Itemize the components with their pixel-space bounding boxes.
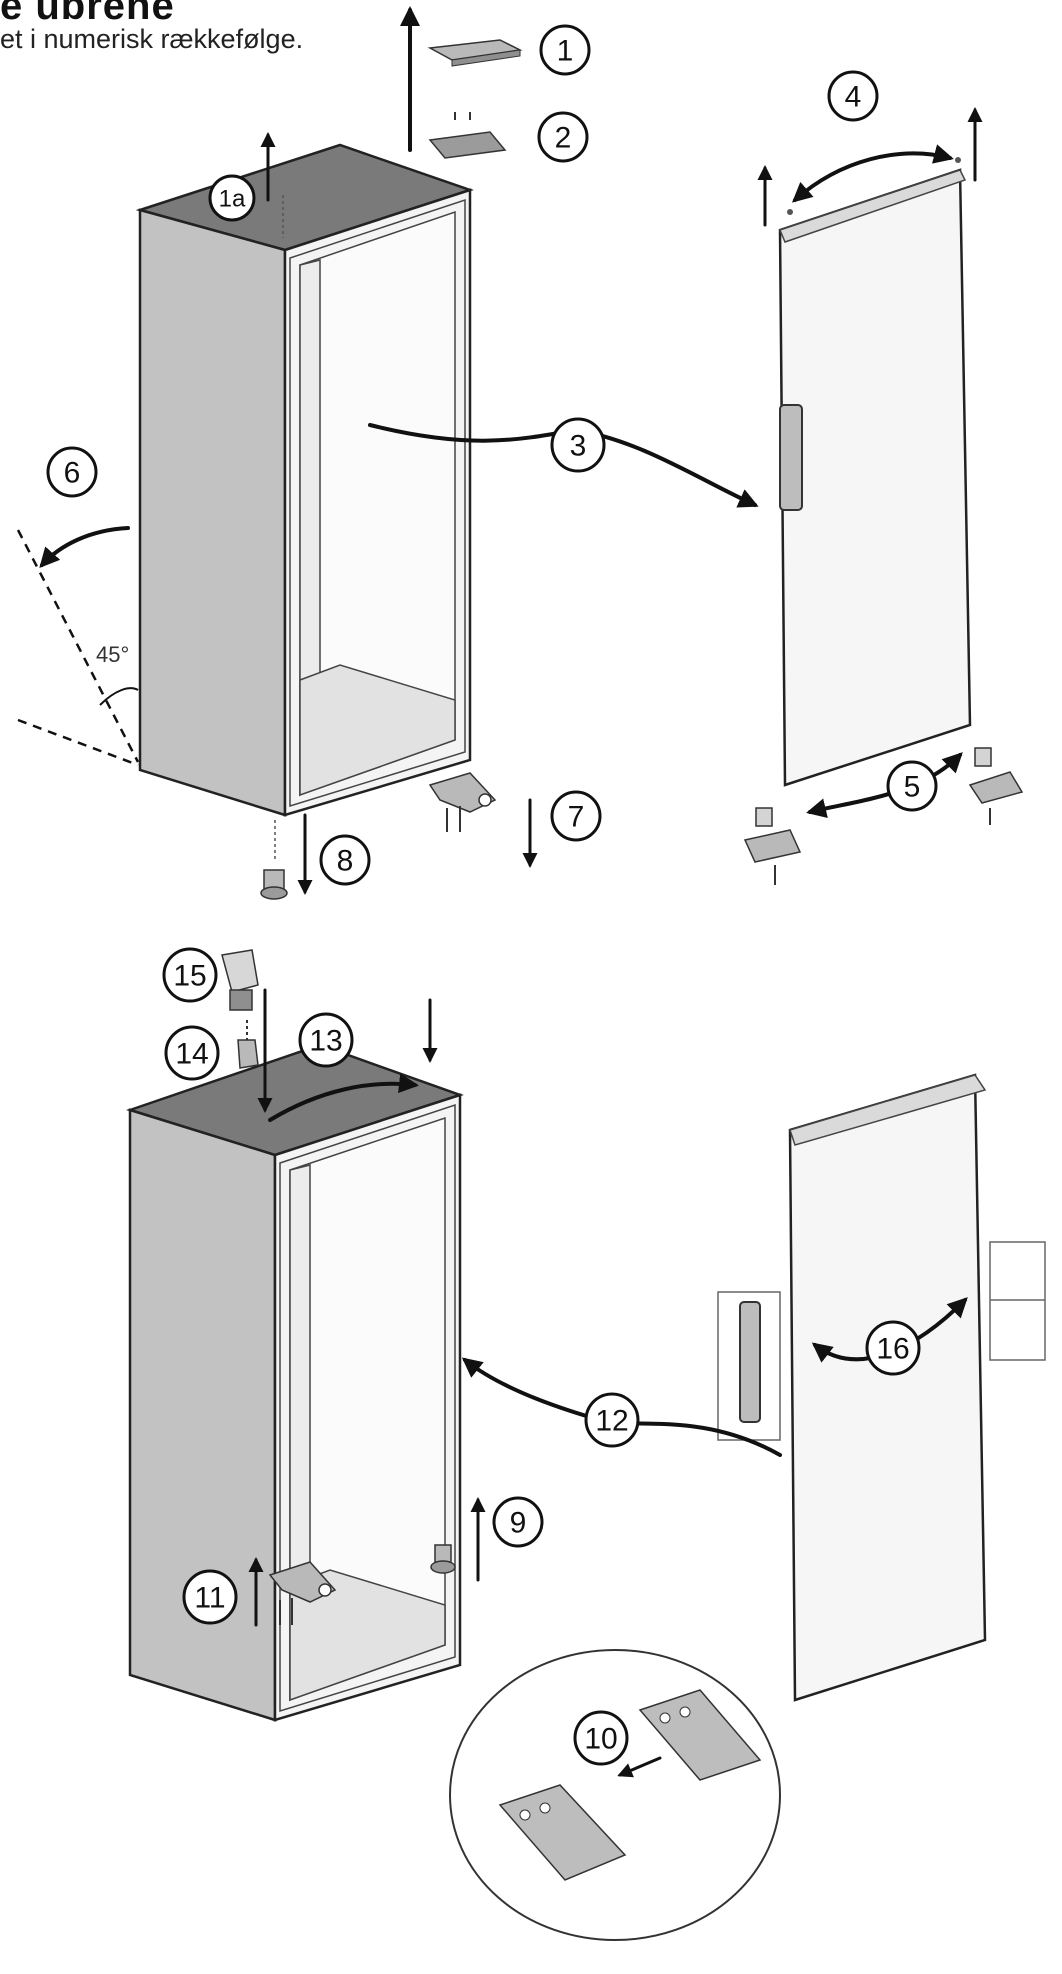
step-14-marker: 14: [164, 1025, 220, 1081]
step-1-marker: 1: [539, 24, 591, 76]
adjustable-foot-upper: [260, 869, 288, 900]
step-6-label: 6: [64, 457, 81, 490]
step-16-label: 16: [876, 1333, 909, 1366]
door-handle-lower: [739, 1301, 761, 1423]
hinge-pin-part: [237, 1020, 259, 1069]
tilt-guide-line: [16, 529, 140, 763]
step-9-marker: 9: [492, 1496, 544, 1548]
cabinet-door-gasket: [289, 198, 466, 808]
step-5-label: 5: [904, 771, 921, 804]
step-10-label: 10: [584, 1723, 617, 1756]
hinge-detail-inset: [449, 1649, 781, 1941]
step-15-label: 15: [173, 960, 206, 993]
hinge-hole-detail-box: [989, 1241, 1046, 1361]
instruction-text: et i numerisk rækkefølge.: [0, 24, 304, 54]
angle-arc: [99, 687, 139, 706]
door-handle-upper: [779, 404, 803, 511]
step-7-label: 7: [568, 801, 585, 834]
step-3-label: 3: [570, 430, 587, 463]
step-2-label: 2: [555, 122, 572, 155]
step-2-marker: 2: [537, 111, 589, 163]
cabinet-floor-shelf-lower: [289, 1569, 446, 1702]
door-panel-lower: [788, 1073, 987, 1702]
step-11-marker: 11: [182, 1569, 238, 1625]
step-4-marker: 4: [827, 70, 879, 122]
top-cover-part: [427, 39, 523, 67]
step-3-marker: 3: [550, 417, 606, 473]
step-14-label: 14: [175, 1038, 208, 1071]
step-12-label: 12: [595, 1405, 628, 1438]
step-10-marker: 10: [573, 1710, 629, 1766]
swap-arrow-4: [792, 144, 954, 203]
fridge-cabinet-lower: [125, 1043, 464, 1722]
fridge-door-upper: [778, 168, 972, 787]
door-panel-upper: [778, 168, 972, 787]
fridge-door-lower: [788, 1073, 987, 1702]
direction-arrow-10: [617, 1756, 662, 1778]
handle-detail-box: [717, 1291, 781, 1441]
fridge-cabinet-upper: [135, 143, 474, 817]
step-8-marker: 8: [319, 834, 371, 886]
step-16-marker: 16: [865, 1320, 921, 1376]
door-hinge-part-left: [743, 807, 802, 885]
step-13-label: 13: [309, 1025, 342, 1058]
step-11-label: 11: [194, 1582, 225, 1615]
bottom-hinge-lower: [268, 1561, 337, 1625]
step-1-label: 1: [557, 35, 574, 68]
step-5-marker: 5: [886, 760, 938, 812]
door-hinge-part-right: [968, 747, 1024, 825]
step-1a-label: 1a: [219, 186, 246, 213]
step-6-marker: 6: [46, 446, 98, 498]
bottom-hinge-upper: [428, 772, 497, 832]
move-hinge-arrow-13: [268, 1073, 419, 1122]
step-1a-marker: 1a: [208, 174, 256, 222]
cabinet-side-panel-lower: [128, 1108, 277, 1722]
tool-part: [221, 949, 259, 1011]
angle-label: 45°: [96, 642, 129, 667]
tilt-arrow-6: [39, 526, 130, 568]
step-8-label: 8: [337, 845, 354, 878]
cabinet-side-panel: [138, 208, 287, 817]
step-15-marker: 15: [162, 947, 218, 1003]
step-9-label: 9: [510, 1507, 527, 1540]
hinge-cover-part: [428, 112, 507, 159]
adjustable-foot-lower: [430, 1544, 456, 1574]
cabinet-floor-shelf: [299, 664, 456, 797]
step-4-label: 4: [845, 81, 862, 114]
page-heading: e ubrene: [0, 0, 175, 28]
step-12-marker: 12: [584, 1392, 640, 1448]
step-7-marker: 7: [550, 790, 602, 842]
step-13-marker: 13: [298, 1012, 354, 1068]
floor-guide-line: [17, 718, 139, 767]
